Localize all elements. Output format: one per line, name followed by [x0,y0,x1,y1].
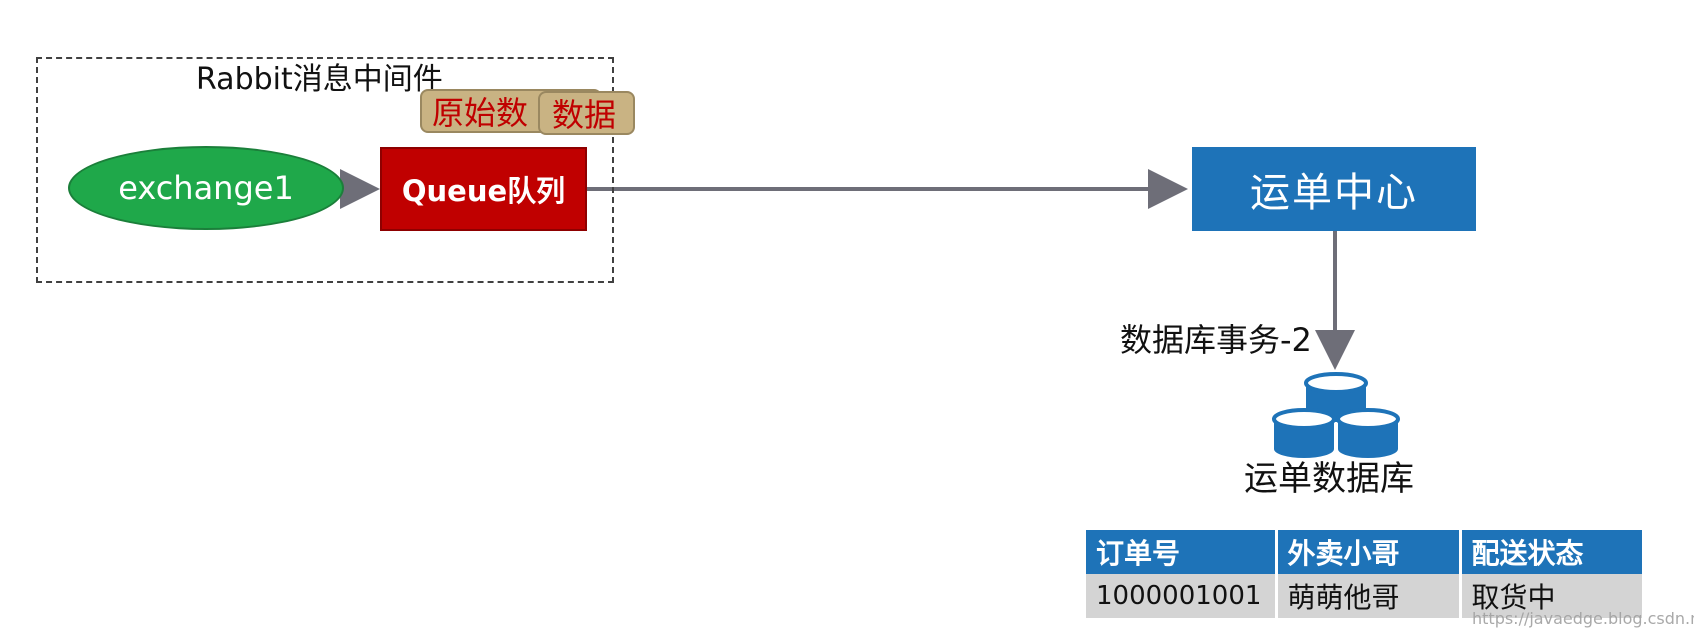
watermark: https://javaedge.blog.csdn.net [1472,609,1694,628]
table-row: 1000001001 萌萌他哥 取货中 [1086,574,1642,618]
header-order-id: 订单号 [1086,530,1278,574]
cell-courier: 萌萌他哥 [1276,574,1462,618]
cell-delivery-status: 取货中 [1460,574,1642,618]
middleware-title: Rabbit消息中间件 [196,62,443,97]
queue-label: Queue队列 [401,174,566,208]
queue-node: Queue队列 [380,147,587,231]
rabbit-middleware-group [36,57,614,283]
waybill-center-node: 运单中心 [1192,147,1476,231]
waybill-center-label: 运单中心 [1250,170,1418,216]
table-header-row: 订单号 外卖小哥 配送状态 [1086,530,1642,574]
header-courier: 外卖小哥 [1276,530,1462,574]
data-tag: 数据 [538,91,635,135]
transaction-label: 数据库事务-2 [1120,321,1312,359]
waybill-table: 订单号 外卖小哥 配送状态 1000001001 萌萌他哥 取货中 [1086,530,1642,618]
cell-order-id: 1000001001 [1086,574,1278,618]
header-delivery-status: 配送状态 [1460,530,1642,574]
exchange-label: exchange1 [118,169,294,207]
database-icon [1272,372,1400,458]
exchange-node: exchange1 [68,146,344,230]
database-label: 运单数据库 [1244,459,1414,499]
